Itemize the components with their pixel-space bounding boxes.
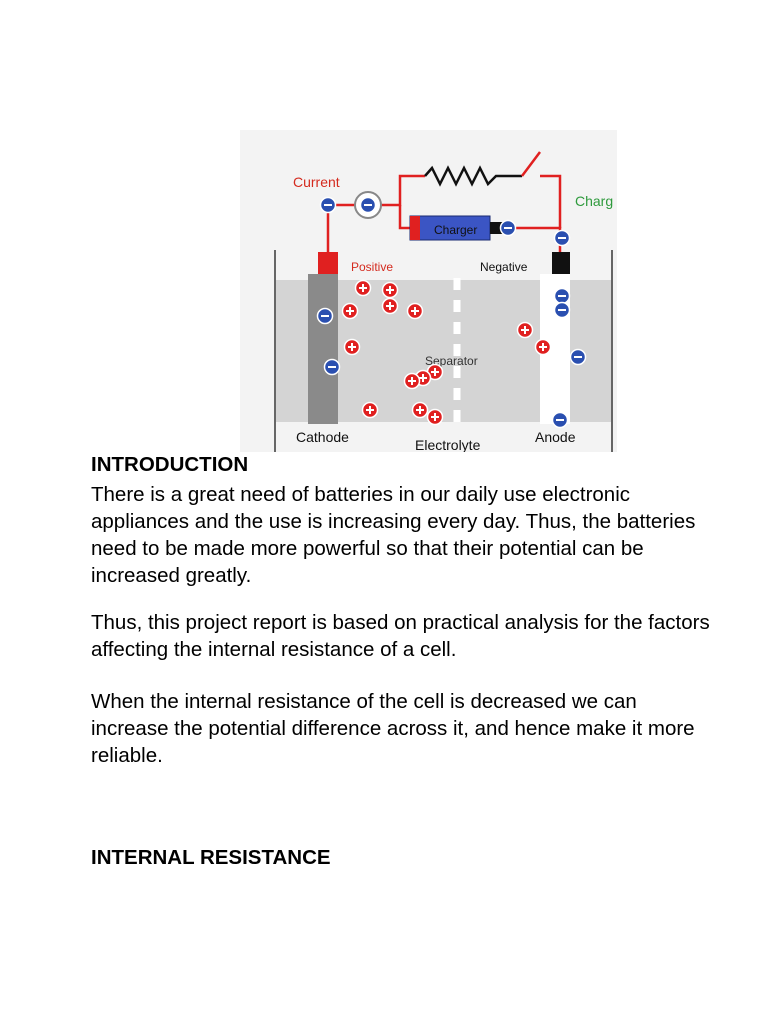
positive-ion-icon — [343, 338, 361, 356]
ion-group — [316, 196, 587, 429]
paragraph-2: Thus, this project report is based on pr… — [91, 611, 710, 661]
electrolyte-label: Electrolyte — [415, 437, 481, 452]
positive-ion-icon — [381, 281, 399, 299]
switch — [521, 151, 541, 177]
positive-terminal — [318, 252, 338, 274]
negative-ion-icon — [316, 307, 334, 325]
resistor — [424, 165, 522, 187]
positive-ion-icon — [411, 401, 429, 419]
negative-ion-icon — [499, 219, 517, 237]
positive-label: Positive — [351, 260, 393, 274]
paragraph-3: When the internal resistance of the cell… — [91, 690, 695, 767]
negative-label: Negative — [480, 260, 528, 274]
negative-ion-icon — [323, 358, 341, 376]
positive-ion-icon — [354, 279, 372, 297]
anode-label: Anode — [535, 429, 576, 445]
positive-ion-icon — [341, 302, 359, 320]
charger-body — [409, 215, 491, 241]
negative-ion-icon — [569, 348, 587, 366]
positive-ion-icon — [534, 338, 552, 356]
negative-ion-icon — [553, 229, 571, 247]
charger-positive-end — [410, 216, 420, 240]
cathode-label: Cathode — [296, 429, 349, 445]
internal-resistance-heading: INTERNAL RESISTANCE — [91, 846, 331, 869]
negative-terminal — [552, 252, 570, 274]
negative-ion-icon — [553, 287, 571, 305]
wire-charger-left — [398, 205, 410, 230]
negative-ion-icon — [551, 411, 569, 429]
battery-diagram: Charger Current Charg Positive Negative … — [240, 130, 617, 452]
positive-ion-icon — [516, 321, 534, 339]
charge-label: Charg — [575, 193, 613, 209]
paragraph-1: There is a great need of batteries in ou… — [91, 483, 696, 587]
positive-ion-icon — [381, 297, 399, 315]
positive-ion-icon — [403, 372, 421, 390]
battery-diagram-svg: Charger Current Charg Positive Negative … — [240, 130, 617, 452]
negative-ion-icon — [359, 196, 377, 214]
cathode-plate — [308, 274, 338, 424]
negative-ion-icon — [553, 301, 571, 319]
positive-ion-icon — [361, 401, 379, 419]
positive-ion-icon — [426, 408, 444, 426]
current-label: Current — [293, 174, 340, 190]
positive-ion-icon — [406, 302, 424, 320]
wire-right — [540, 174, 562, 228]
introduction-heading: INTRODUCTION — [91, 453, 249, 476]
negative-ion-icon — [319, 196, 337, 214]
charger-label: Charger — [434, 223, 477, 237]
